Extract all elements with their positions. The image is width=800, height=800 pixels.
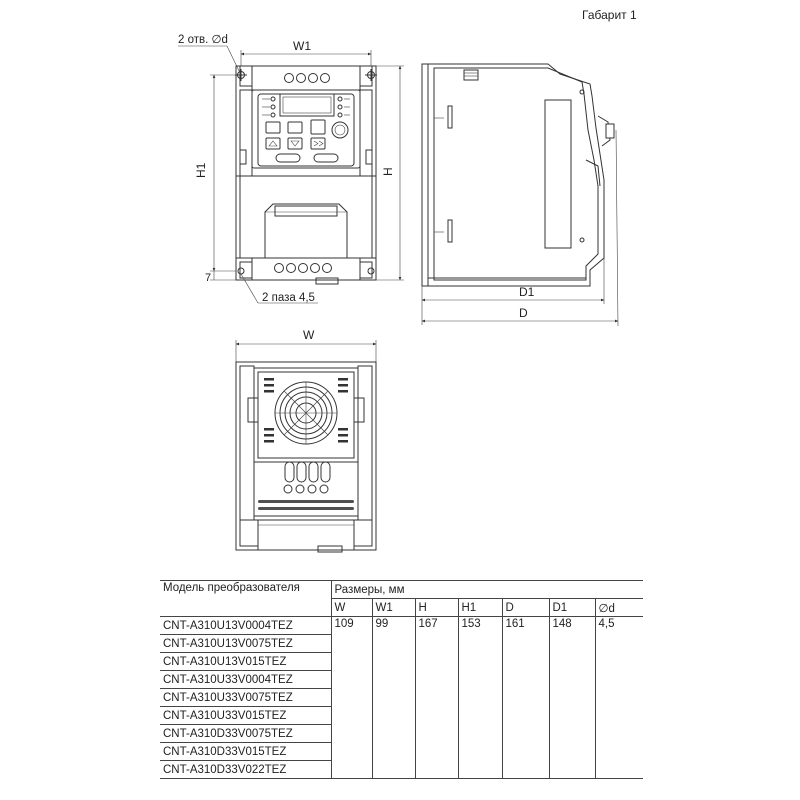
col-header: ∅d (594, 598, 644, 617)
holes-label: 2 отв. ∅d (178, 34, 228, 46)
model-header: Модель преобразователя (160, 580, 331, 617)
col-header: W (330, 598, 372, 617)
dimensions-table: Модель преобразователя Размеры, мм W W1 … (160, 580, 644, 779)
w1-label: W1 (293, 39, 311, 53)
d-label: D (519, 306, 528, 320)
dims-header: Размеры, мм (330, 580, 644, 599)
slots-label: 2 паза 4,5 (262, 292, 315, 304)
value-cell: 99 (371, 616, 415, 779)
w-label: W (303, 328, 315, 342)
side-view: D1 D (421, 63, 619, 327)
value-cell: 109 (330, 616, 372, 779)
col-header: D1 (548, 598, 595, 617)
value-cell: 167 (414, 616, 458, 779)
value-cell: 148 (548, 616, 595, 779)
front-view: W1 2 отв. ∅d H1 7 H 2 паза 4,5 (178, 34, 404, 304)
col-header: H (414, 598, 458, 617)
model-cell: CNT-A310D33V0075TEZ (160, 724, 331, 743)
technical-drawing: W1 2 отв. ∅d H1 7 H 2 паза 4,5 (178, 34, 619, 553)
model-cell: CNT-A310U13V0004TEZ (160, 616, 331, 635)
col-header: D (501, 598, 549, 617)
model-cell: CNT-A310U13V015TEZ (160, 652, 331, 671)
model-cell: CNT-A310U33V015TEZ (160, 706, 331, 725)
model-cell: CNT-A310D33V022TEZ (160, 760, 331, 779)
model-cell: CNT-A310U33V0004TEZ (160, 670, 331, 689)
d1-label: D1 (519, 285, 535, 299)
value-cell: 161 (501, 616, 549, 779)
seven-label: 7 (205, 272, 211, 284)
value-cell: 153 (457, 616, 502, 779)
col-header: H1 (457, 598, 502, 617)
model-cell: CNT-A310U33V0075TEZ (160, 688, 331, 707)
bottom-view: W (235, 328, 377, 553)
h-label: H (381, 167, 395, 176)
model-cell: CNT-A310D33V015TEZ (160, 742, 331, 761)
model-cell: CNT-A310U13V0075TEZ (160, 634, 331, 653)
h1-label: H1 (194, 162, 208, 178)
page-title: Габарит 1 (582, 8, 637, 22)
value-cell: 4,5 (594, 616, 644, 779)
col-header: W1 (371, 598, 415, 617)
